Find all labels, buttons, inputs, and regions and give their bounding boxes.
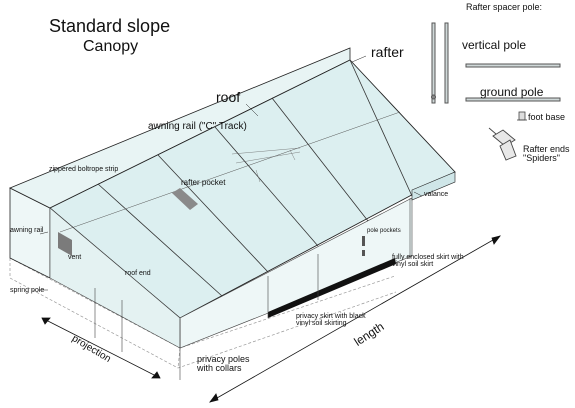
label-awning-rail-track: awning rail ("C" Track)	[148, 121, 247, 132]
label-vent: vent	[68, 254, 82, 261]
back-strip-hatch	[231, 147, 301, 183]
legend-vertical-pole: vertical pole	[462, 38, 527, 52]
rafters	[97, 59, 413, 297]
valance-strip	[411, 171, 456, 201]
pole-pocket-mark-1	[362, 236, 365, 246]
label-awning-rail: awning rail	[10, 227, 44, 234]
label-zippered-boltrope-strip: zippered boltrope strip	[49, 166, 119, 173]
label-spring-pole: spring pole	[10, 287, 45, 294]
diagram-title: Standard slope	[49, 16, 171, 36]
label-roof: roof	[216, 89, 241, 105]
legend-ground-pole: ground pole	[480, 85, 544, 99]
ground-pole-legend	[465, 63, 561, 102]
label-fully-enclosed-skirt: fully enclosed skirt with vinyl soil ski…	[392, 254, 464, 268]
vertical-pole-legend	[431, 22, 449, 104]
pole-pocket-mark-2	[362, 250, 365, 256]
label-rafter-pocket: rafter pocket	[181, 178, 226, 187]
label-valance: valance	[424, 191, 449, 198]
legend-title: Rafter spacer pole:	[466, 2, 543, 12]
foot-base-icon	[517, 111, 527, 121]
rafter-pocket	[172, 188, 198, 210]
label-roof-end: roof end	[125, 270, 151, 277]
leader-lines	[38, 55, 423, 291]
label-privacy-poles: privacy poles with collars	[197, 354, 250, 373]
diagram-subtitle: Canopy	[83, 38, 139, 55]
legend-foot-base: foot base	[528, 112, 566, 122]
label-pole-pockets: pole pockets	[367, 228, 401, 234]
wall-poles	[94, 198, 411, 380]
roof-mid-line	[59, 111, 401, 233]
black-privacy-skirt	[268, 258, 396, 318]
length-arrow	[209, 235, 501, 403]
legend-rafter-ends: Rafter ends "Spiders"	[523, 144, 570, 163]
label-rafter: rafter	[371, 44, 404, 60]
rafter-end-spider-icon	[488, 127, 517, 161]
label-privacy-skirt: privacy skirt with black vinyl soil skir…	[296, 313, 366, 327]
projection-arrow	[41, 317, 161, 379]
vent	[58, 232, 72, 256]
